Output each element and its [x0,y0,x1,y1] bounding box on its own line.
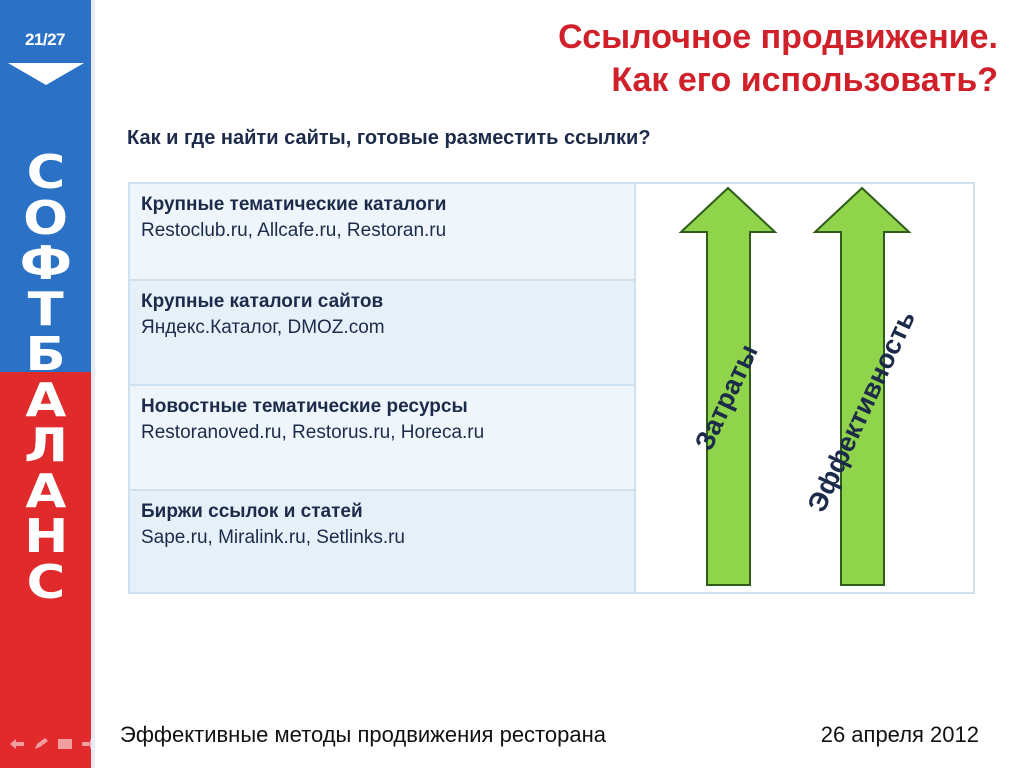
table-row: Новостные тематические ресурсы Restorano… [130,386,634,491]
table-row: Биржи ссылок и статей Sape.ru, Miralink.… [130,491,634,592]
brand-letter: Н [23,509,69,563]
page-counter: 21/27 [24,30,66,49]
pen-icon[interactable] [32,737,50,751]
brand-letter: С [26,554,66,609]
footer-date: 26 апреля 2012 [820,722,979,747]
costs-arrow-icon [678,186,778,586]
row-heading: Крупные тематические каталоги [141,194,447,215]
brand-letter: С [26,145,66,199]
resources-table: Крупные тематические каталоги Restoclub.… [128,182,975,594]
page-down-arrow-icon[interactable] [8,63,84,85]
efficiency-arrow-icon [812,186,912,586]
brand-letter: А [25,463,67,518]
row-sites: Sape.ru, Miralink.ru, Setlinks.ru [141,527,405,548]
brand-letter: А [25,372,67,427]
forward-icon[interactable] [80,737,98,751]
arrows-graphic: Затраты Эффективность [678,186,921,586]
resources-column: Крупные тематические каталоги Restoclub.… [130,184,636,592]
row-heading: Новостные тематические ресурсы [141,396,468,417]
brand-logo: С О Ф Т Б А Л А Н С [0,145,92,609]
slide-subtitle: Как и где найти сайты, готовые разместит… [127,127,651,149]
slide-title-line: Ссылочное продвижение. [558,18,998,56]
back-icon[interactable] [8,737,26,751]
footer-presentation-title: Эффективные методы продвижения ресторана [120,722,606,747]
row-heading: Крупные каталоги сайтов [141,291,384,312]
row-heading: Биржи ссылок и статей [141,501,363,522]
brand-letter: Т [27,281,65,336]
brand-letter: О [23,190,69,245]
slide-title: Ссылочное продвижение. Как его использов… [558,16,998,102]
menu-icon[interactable] [56,737,74,751]
sidebar-divider [91,0,95,768]
slide-title-line: Как его использовать? [611,61,998,99]
slide-nav-controls [8,737,98,751]
table-row: Крупные каталоги сайтов Яндекс.Каталог, … [130,281,634,386]
row-sites: Яндекс.Каталог, DMOZ.com [141,317,385,338]
table-row: Крупные тематические каталоги Restoclub.… [130,184,634,281]
brand-sidebar: 21/27 С О Ф Т Б А Л А Н С [0,0,98,768]
row-sites: Restoclub.ru, Allcafe.ru, Restoran.ru [141,220,447,241]
arrows-column: Затраты Эффективность [636,184,973,592]
row-sites: Restoranoved.ru, Restorus.ru, Horeca.ru [141,422,485,443]
brand-letter: Ф [19,236,73,290]
brand-letter: Б [25,327,67,381]
brand-letter: Л [24,418,68,472]
